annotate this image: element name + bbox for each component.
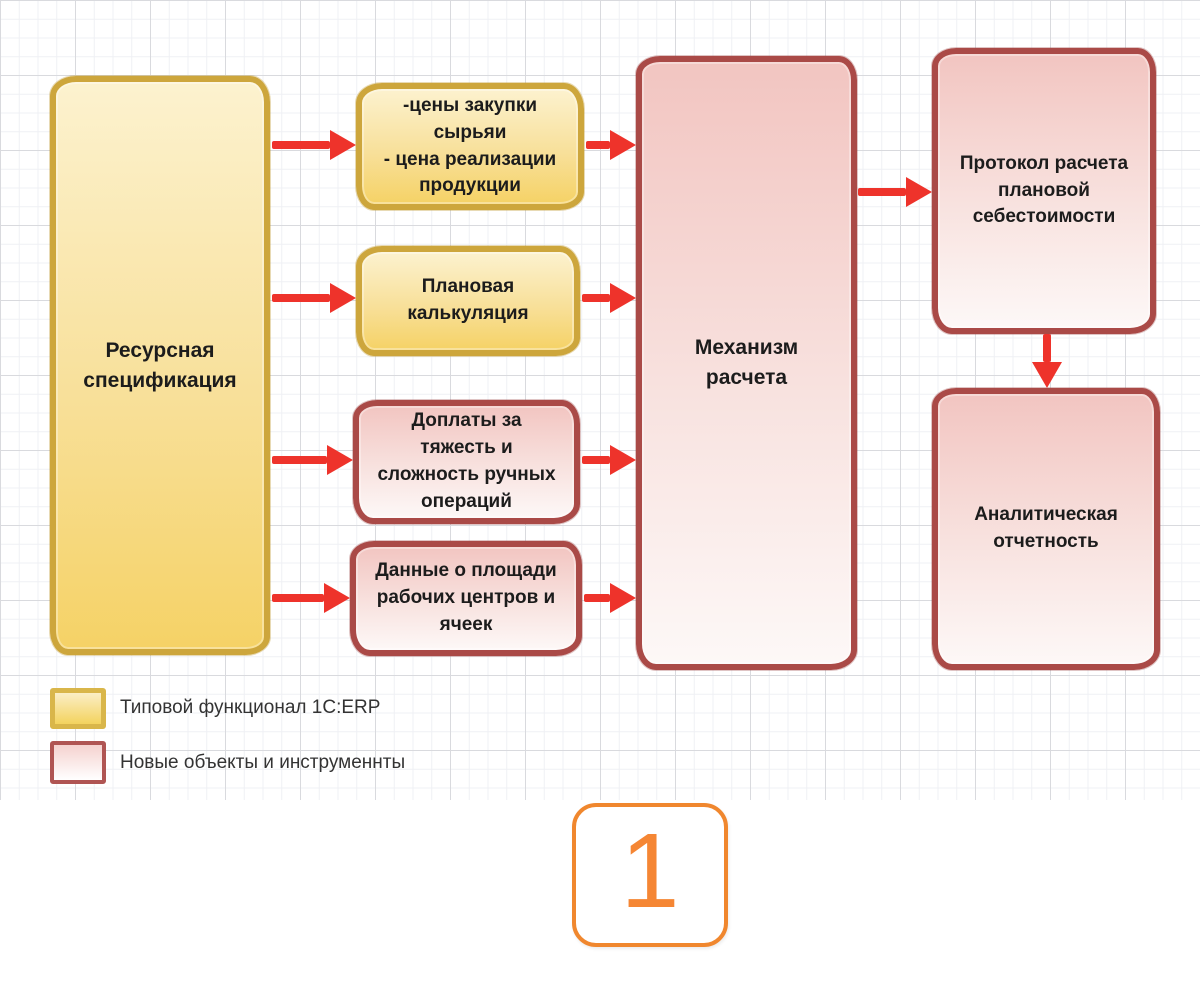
page-number: 1 — [620, 812, 680, 930]
arrow-resource-to-planned-calc — [272, 294, 330, 302]
node-calc-protocol: Протокол расчета плановой себестоимости — [932, 48, 1156, 334]
node-surcharges: Доплаты за тяжесть и сложность ручных оп… — [353, 400, 580, 524]
arrow-planned-calc-to-engine — [582, 294, 610, 302]
node-purchase-prices-label: -цены закупки сырьяи - цена реализации п… — [383, 94, 557, 197]
page-number-badge: 1 — [572, 803, 728, 947]
node-resource-spec-label: Ресурсная спецификация — [83, 338, 237, 392]
arrow-resource-to-prices — [272, 141, 330, 149]
node-resource-spec: Ресурсная спецификация — [50, 76, 270, 655]
legend-swatch-erp — [50, 688, 106, 729]
arrow-protocol-to-analytics — [1043, 334, 1051, 362]
node-planned-calculation-label: Плановая калькуляция — [407, 276, 529, 324]
node-calc-engine: Механизм расчета — [636, 56, 857, 670]
node-analytics: Аналитическая отчетность — [932, 388, 1160, 670]
node-calc-engine-label: Механизм расчета — [694, 336, 799, 389]
node-workcenter-area: Данные о площади рабочих центров и ячеек — [350, 541, 582, 656]
arrow-engine-to-protocol — [858, 188, 906, 196]
legend-swatch-new — [50, 741, 106, 784]
legend-label-new: Новые объекты и инструменнты — [120, 752, 406, 773]
arrow-area-data-to-engine — [584, 594, 610, 602]
node-calc-protocol-label: Протокол расчета плановой себестоимости — [959, 152, 1129, 228]
node-planned-calculation: Плановая калькуляция — [356, 246, 580, 356]
arrow-resource-to-area-data — [272, 594, 324, 602]
node-purchase-prices: -цены закупки сырьяи - цена реализации п… — [356, 83, 584, 210]
legend-label-erp: Типовой функционал 1С:ERP — [120, 697, 381, 718]
arrow-surcharges-to-engine — [582, 456, 610, 464]
node-surcharges-label: Доплаты за тяжесть и сложность ручных оп… — [377, 410, 556, 512]
node-analytics-label: Аналитическая отчетность — [974, 504, 1118, 552]
node-workcenter-area-label: Данные о площади рабочих центров и ячеек — [375, 560, 557, 635]
arrow-prices-to-engine — [586, 141, 610, 149]
arrow-resource-to-surcharges — [272, 456, 327, 464]
